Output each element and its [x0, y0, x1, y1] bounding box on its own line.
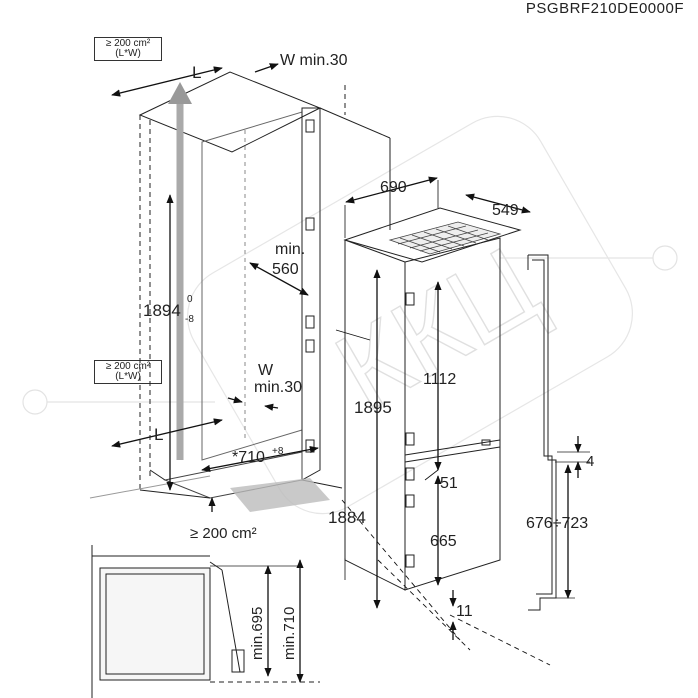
- appliance-top-grid: [388, 221, 502, 255]
- appliance-height-total: 1895: [354, 398, 392, 417]
- niche-bottom-L: L: [154, 425, 163, 444]
- appliance-depth: 549: [492, 202, 519, 219]
- model-code: PSGBRF210DE0000F: [525, 0, 684, 17]
- door-profile-labels: 4 676÷723: [526, 453, 594, 532]
- ventilation-top-line2: (L*W): [115, 48, 141, 59]
- appliance-height-side: 1884: [328, 508, 366, 527]
- ventilation-mid-line2: (L*W): [115, 371, 141, 382]
- niche-width-value: *710: [232, 449, 265, 466]
- appliance-upper-door: 1112: [423, 371, 456, 388]
- appliance-bottom-gap: 11: [456, 603, 473, 620]
- appliance-width: 690: [380, 179, 407, 196]
- section-min-695: min.695: [249, 607, 266, 660]
- ventilation-mid-label: ≥ 200 cm² (L*W): [94, 360, 162, 384]
- niche-mid-W-line1: W: [258, 362, 274, 379]
- door-profile-gap: 4: [586, 453, 594, 470]
- door-profile-dimensions: [564, 436, 582, 599]
- appliance-dimensions: [335, 176, 551, 666]
- ventilation-mid-line1: ≥ 200 cm²: [105, 361, 151, 372]
- ventilation-top-line1: ≥ 200 cm²: [105, 38, 151, 49]
- niche-dimensions: [111, 63, 319, 512]
- section-min-710: min.710: [281, 607, 298, 660]
- niche-depth-min-label: min.: [275, 241, 305, 258]
- section-detail: [91, 545, 320, 698]
- ventilation-bottom-label: ≥ 200 cm²: [190, 525, 257, 542]
- watermark: ККЦ: [22, 115, 678, 515]
- niche-width-tol: +8: [272, 446, 284, 457]
- niche-top-L: L: [192, 63, 201, 82]
- niche-top-W: W min.30: [280, 52, 348, 69]
- niche-mid-W-line2: min.30: [254, 379, 302, 396]
- door-profile-range: 676÷723: [526, 515, 588, 532]
- niche-height-tol-upper: 0: [187, 294, 193, 305]
- appliance-lower-door: 665: [430, 533, 457, 550]
- niche-height-tol-lower: -8: [185, 314, 194, 325]
- appliance: [343, 207, 522, 591]
- section-detail-dimensions: [264, 559, 304, 683]
- niche-height-value: 1894: [143, 301, 181, 320]
- section-detail-labels: min.695 min.710: [249, 607, 298, 660]
- ventilation-top-label: ≥ 200 cm² (L*W): [94, 37, 162, 61]
- niche-depth-min-value: 560: [272, 261, 299, 278]
- door-profile: [527, 254, 590, 611]
- appliance-door-gap: 51: [440, 475, 458, 492]
- appliance-labels: 690 549 1895 1884 1112 51 665 11: [328, 179, 519, 620]
- niche-labels: L W min.30 min. 560 1894 0 -8 W min.30 L…: [143, 52, 348, 542]
